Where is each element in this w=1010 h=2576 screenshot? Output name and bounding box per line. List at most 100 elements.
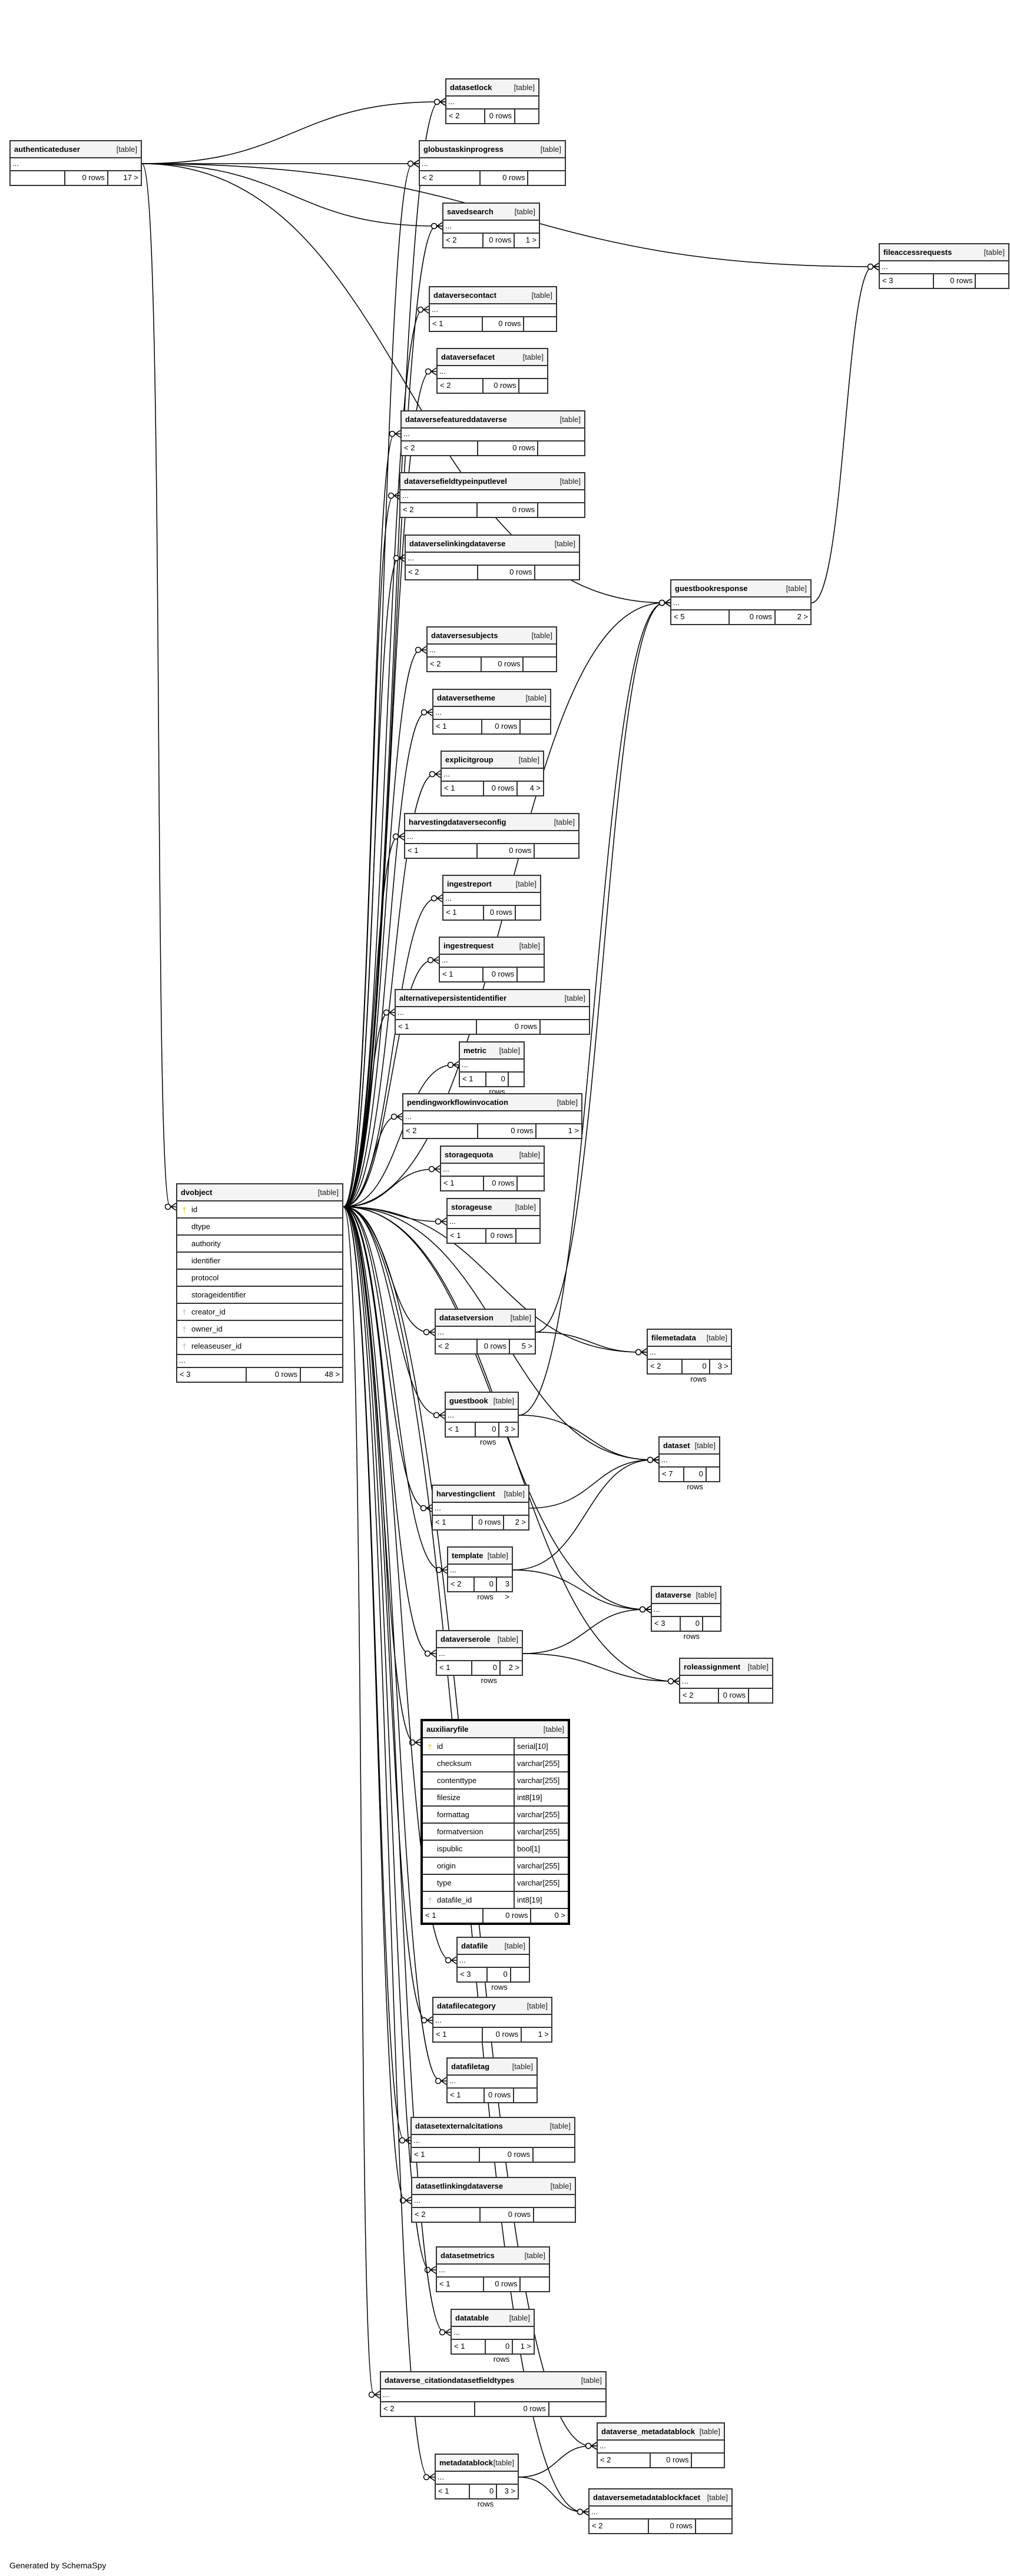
table-name[interactable]: datatable: [455, 2313, 489, 2322]
child-count[interactable]: [518, 1177, 544, 1190]
table-dataversemetadatablockfacet[interactable]: dataversemetadatablockfacet[table]...< 2…: [588, 2488, 733, 2534]
parent-count[interactable]: < 2: [590, 2519, 650, 2533]
parent-count[interactable]: < 5: [671, 610, 730, 624]
column-row[interactable]: protocol: [177, 1270, 342, 1287]
parent-count[interactable]: < 2: [403, 1124, 478, 1138]
table-name[interactable]: harvestingdataverseconfig: [409, 818, 506, 826]
parent-count[interactable]: < 2: [381, 2402, 476, 2416]
child-count[interactable]: [528, 171, 565, 185]
parent-count[interactable]: < 7: [660, 1468, 685, 1481]
child-count[interactable]: [516, 1229, 539, 1243]
parent-count[interactable]: < 2: [443, 234, 484, 247]
parent-count[interactable]: [11, 171, 65, 185]
child-count[interactable]: [524, 658, 556, 671]
table-name[interactable]: explicitgroup: [445, 755, 494, 764]
child-count[interactable]: 2 >: [515, 1518, 526, 1526]
column-row[interactable]: identifier: [177, 1253, 342, 1270]
child-count[interactable]: 3 >: [504, 2487, 515, 2495]
table-name[interactable]: datafiletag: [451, 2062, 490, 2071]
table-name[interactable]: datasetexternalcitations: [415, 2122, 503, 2130]
child-count[interactable]: 4 >: [529, 784, 541, 792]
table-name[interactable]: ingestreport: [447, 879, 492, 888]
table-dataverse_citationdatasetfieldtypes[interactable]: dataverse_citationdatasetfieldtypes[tabl…: [380, 2371, 607, 2417]
child-count[interactable]: 2 >: [797, 612, 808, 621]
child-count[interactable]: [521, 2278, 549, 2291]
table-name[interactable]: datasetlinkingdataverse: [416, 2182, 504, 2190]
column-row[interactable]: authority: [177, 1236, 342, 1253]
table-name[interactable]: dvobject: [181, 1188, 213, 1197]
parent-count[interactable]: < 1: [396, 1020, 477, 1034]
table-name[interactable]: alternativepersistentidentifier: [399, 994, 507, 1002]
parent-count[interactable]: < 1: [423, 1909, 484, 1923]
column-row[interactable]: storageidentifier: [177, 1287, 342, 1304]
child-count[interactable]: [518, 968, 544, 981]
parent-count[interactable]: < 2: [448, 1578, 475, 1591]
child-count[interactable]: [524, 317, 556, 331]
child-count[interactable]: [549, 2402, 605, 2416]
child-count[interactable]: 0 >: [554, 1911, 565, 1920]
table-name[interactable]: dataversesubjects: [431, 631, 498, 640]
table-name[interactable]: dataset: [663, 1441, 690, 1450]
table-name[interactable]: dataversetheme: [437, 693, 495, 702]
table-dataversefieldtypeinputlevel[interactable]: dataversefieldtypeinputlevel[table]...< …: [399, 472, 585, 518]
child-count[interactable]: 1 >: [538, 2030, 549, 2039]
child-count[interactable]: [516, 906, 540, 919]
parent-count[interactable]: < 1: [452, 2340, 486, 2353]
parent-count[interactable]: < 1: [437, 1661, 473, 1675]
child-count[interactable]: 3 >: [717, 1362, 728, 1370]
parent-count[interactable]: < 2: [412, 2208, 481, 2222]
child-count[interactable]: 1 >: [520, 2342, 531, 2351]
parent-count[interactable]: < 1: [446, 1423, 476, 1436]
column-row[interactable]: †owner_id: [177, 1321, 342, 1338]
table-name[interactable]: metric: [463, 1046, 487, 1055]
column-row[interactable]: dtype: [177, 1219, 342, 1236]
column-row[interactable]: †releaseuser_id: [177, 1338, 342, 1355]
child-count[interactable]: 2 >: [508, 1663, 519, 1672]
parent-count[interactable]: < 1: [412, 2148, 480, 2162]
parent-count[interactable]: < 2: [446, 109, 485, 123]
child-count[interactable]: [541, 1020, 589, 1034]
parent-count[interactable]: < 1: [440, 968, 484, 981]
child-count[interactable]: [692, 2454, 724, 2467]
child-count[interactable]: [534, 2208, 575, 2222]
table-name[interactable]: datasetlock: [450, 83, 492, 92]
table-name[interactable]: globustaskinprogress: [423, 145, 504, 154]
parent-count[interactable]: < 2: [400, 503, 478, 517]
parent-count[interactable]: < 2: [598, 2454, 651, 2467]
table-name[interactable]: guestbook: [449, 1396, 488, 1405]
child-count[interactable]: [703, 1617, 720, 1631]
parent-count[interactable]: < 1: [448, 2089, 485, 2102]
table-name[interactable]: roleassignment: [684, 1662, 741, 1671]
table-name[interactable]: datasetmetrics: [441, 2251, 495, 2260]
parent-count[interactable]: < 3: [880, 274, 934, 288]
table-name[interactable]: storagequota: [445, 1150, 494, 1159]
table-name[interactable]: dataverse: [655, 1591, 691, 1599]
parent-count[interactable]: < 3: [458, 1968, 488, 1981]
table-name[interactable]: savedsearch: [447, 207, 494, 216]
table-name[interactable]: auxiliaryfile: [426, 1725, 469, 1734]
table-name[interactable]: storageuse: [451, 1203, 492, 1211]
child-count[interactable]: [509, 1073, 524, 1086]
